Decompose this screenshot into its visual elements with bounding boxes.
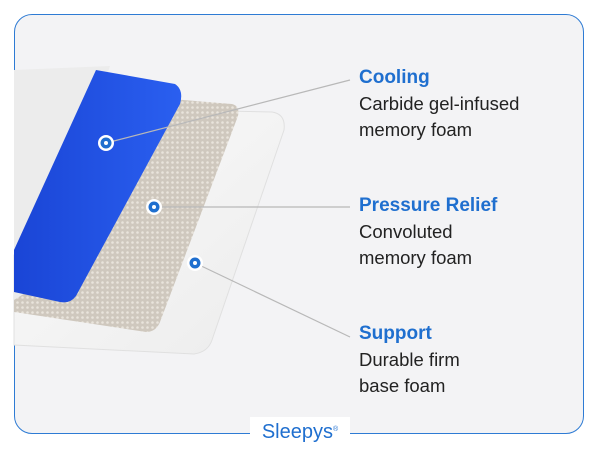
cooling-marker-dot xyxy=(98,135,114,151)
brand-registered-mark: ® xyxy=(332,426,339,433)
brand-name: Sleepys xyxy=(261,421,333,443)
support-description-line-2: base foam xyxy=(359,375,446,396)
cooling-leader-line xyxy=(105,79,351,144)
pressure-relief-label: Pressure Relief Convoluted memory foam xyxy=(359,194,497,270)
pressure-relief-description-line-2: memory foam xyxy=(359,247,473,268)
cooling-description-line-2: memory foam xyxy=(359,119,473,140)
support-label: Support Durable firm base foam xyxy=(359,322,460,398)
cooling-label: Cooling Carbide gel-infused memory foam xyxy=(359,66,519,142)
support-leader-line xyxy=(194,262,351,338)
support-description-line-1: Durable firm xyxy=(359,349,460,370)
pressure-relief-description-line-1: Convoluted xyxy=(359,221,453,242)
pressure-marker-dot xyxy=(146,199,162,215)
pressure-relief-title: Pressure Relief xyxy=(359,195,498,216)
cooling-description-line-1: Carbide gel-infused xyxy=(359,93,520,114)
support-marker-dot xyxy=(187,255,203,271)
cooling-gel-layer xyxy=(14,70,182,303)
support-title: Support xyxy=(359,323,432,344)
brand-logo: Sleepys® xyxy=(250,417,350,447)
cooling-title: Cooling xyxy=(359,67,430,88)
